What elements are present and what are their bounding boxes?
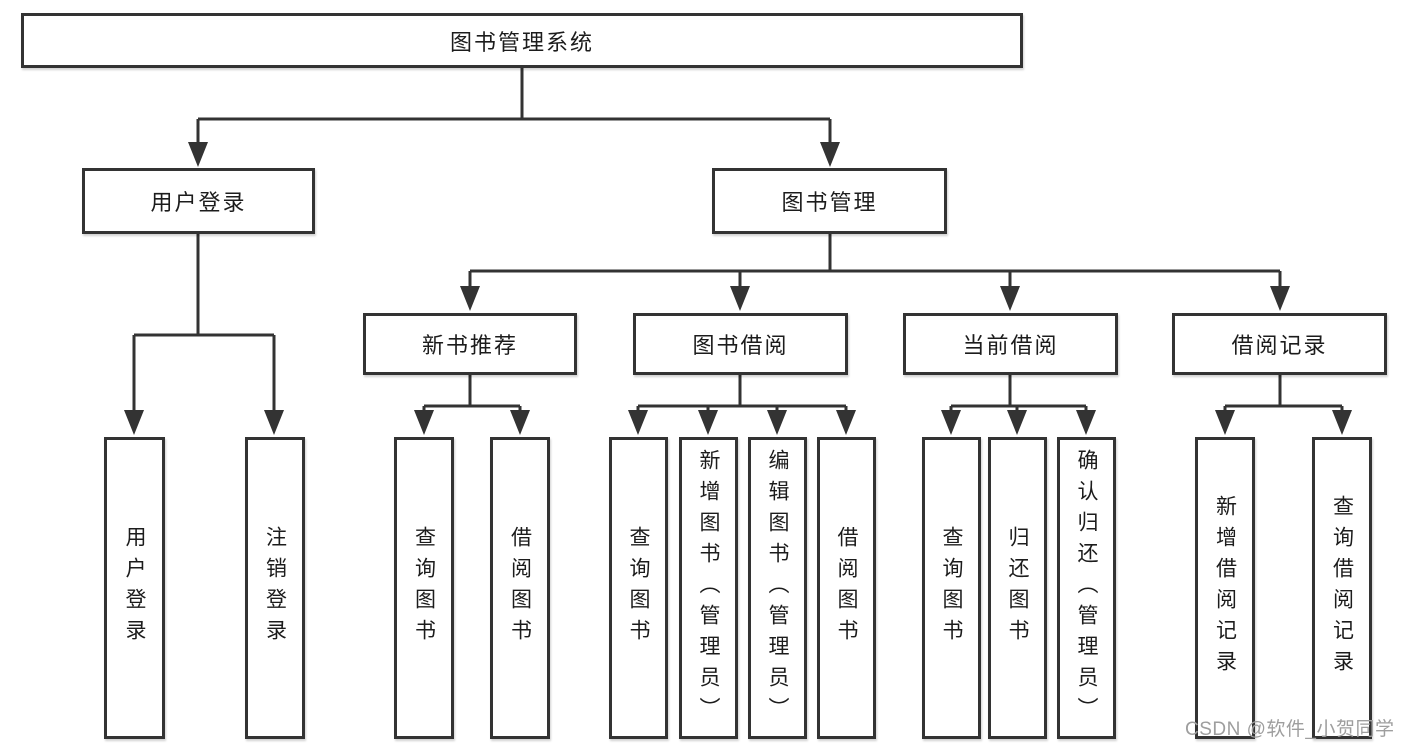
node-borrowing-records-label: 借阅记录 xyxy=(1231,333,1328,358)
leaf-query-books-borrow-label: 查询图书 xyxy=(627,526,650,650)
leaf-confirm-return-admin-label: 确认归还（管理员） xyxy=(1075,448,1098,728)
leaf-query-books-borrow: 查询图书 xyxy=(609,437,668,739)
leaf-logout-label: 注销登录 xyxy=(263,526,287,650)
leaf-user-login: 用户登录 xyxy=(104,437,165,739)
node-book-management: 图书管理 xyxy=(712,168,947,234)
node-book-borrowing: 图书借阅 xyxy=(633,313,848,375)
leaf-add-borrow-record-label: 新增借阅记录 xyxy=(1213,495,1237,681)
leaf-edit-books-admin: 编辑图书（管理员） xyxy=(748,437,807,739)
node-book-management-label: 图书管理 xyxy=(781,190,878,215)
connector-paths xyxy=(132,68,1344,412)
node-borrowing-records: 借阅记录 xyxy=(1172,313,1387,375)
leaf-query-borrow-record: 查询借阅记录 xyxy=(1312,437,1372,739)
leaf-borrow-books: 借阅图书 xyxy=(817,437,876,739)
leaf-add-books-admin: 新增图书（管理员） xyxy=(679,437,738,739)
leaf-edit-books-admin-label: 编辑图书（管理员） xyxy=(766,448,789,728)
leaf-query-books-current-label: 查询图书 xyxy=(940,526,963,650)
node-current-borrowing-label: 当前借阅 xyxy=(962,333,1059,358)
leaf-user-login-label: 用户登录 xyxy=(123,526,146,650)
arrowhead-icons xyxy=(124,142,1352,435)
leaf-add-borrow-record: 新增借阅记录 xyxy=(1195,437,1255,739)
leaf-borrow-books-recommend-label: 借阅图书 xyxy=(508,526,532,650)
node-new-book-recommendation-label: 新书推荐 xyxy=(421,333,518,358)
leaf-return-books-label: 归还图书 xyxy=(1006,526,1029,650)
leaf-add-books-admin-label: 新增图书（管理员） xyxy=(697,448,720,728)
leaf-query-books-recommend: 查询图书 xyxy=(394,437,454,739)
node-root-system: 图书管理系统 xyxy=(21,13,1023,68)
node-user-login: 用户登录 xyxy=(82,168,315,234)
node-book-borrowing-label: 图书借阅 xyxy=(692,333,789,358)
leaf-borrow-books-recommend: 借阅图书 xyxy=(490,437,550,739)
leaf-query-books-recommend-label: 查询图书 xyxy=(412,526,436,650)
leaf-logout: 注销登录 xyxy=(245,437,305,739)
csdn-watermark: CSDN @软件_小贺同学 xyxy=(1185,719,1395,740)
node-current-borrowing: 当前借阅 xyxy=(903,313,1118,375)
node-user-login-label: 用户登录 xyxy=(150,190,247,215)
leaf-return-books: 归还图书 xyxy=(988,437,1047,739)
leaf-confirm-return-admin: 确认归还（管理员） xyxy=(1057,437,1116,739)
node-new-book-recommendation: 新书推荐 xyxy=(363,313,577,375)
leaf-borrow-books-label: 借阅图书 xyxy=(835,526,858,650)
node-root-label: 图书管理系统 xyxy=(449,29,594,55)
leaf-query-books-current: 查询图书 xyxy=(922,437,981,739)
leaf-query-borrow-record-label: 查询借阅记录 xyxy=(1330,495,1354,681)
